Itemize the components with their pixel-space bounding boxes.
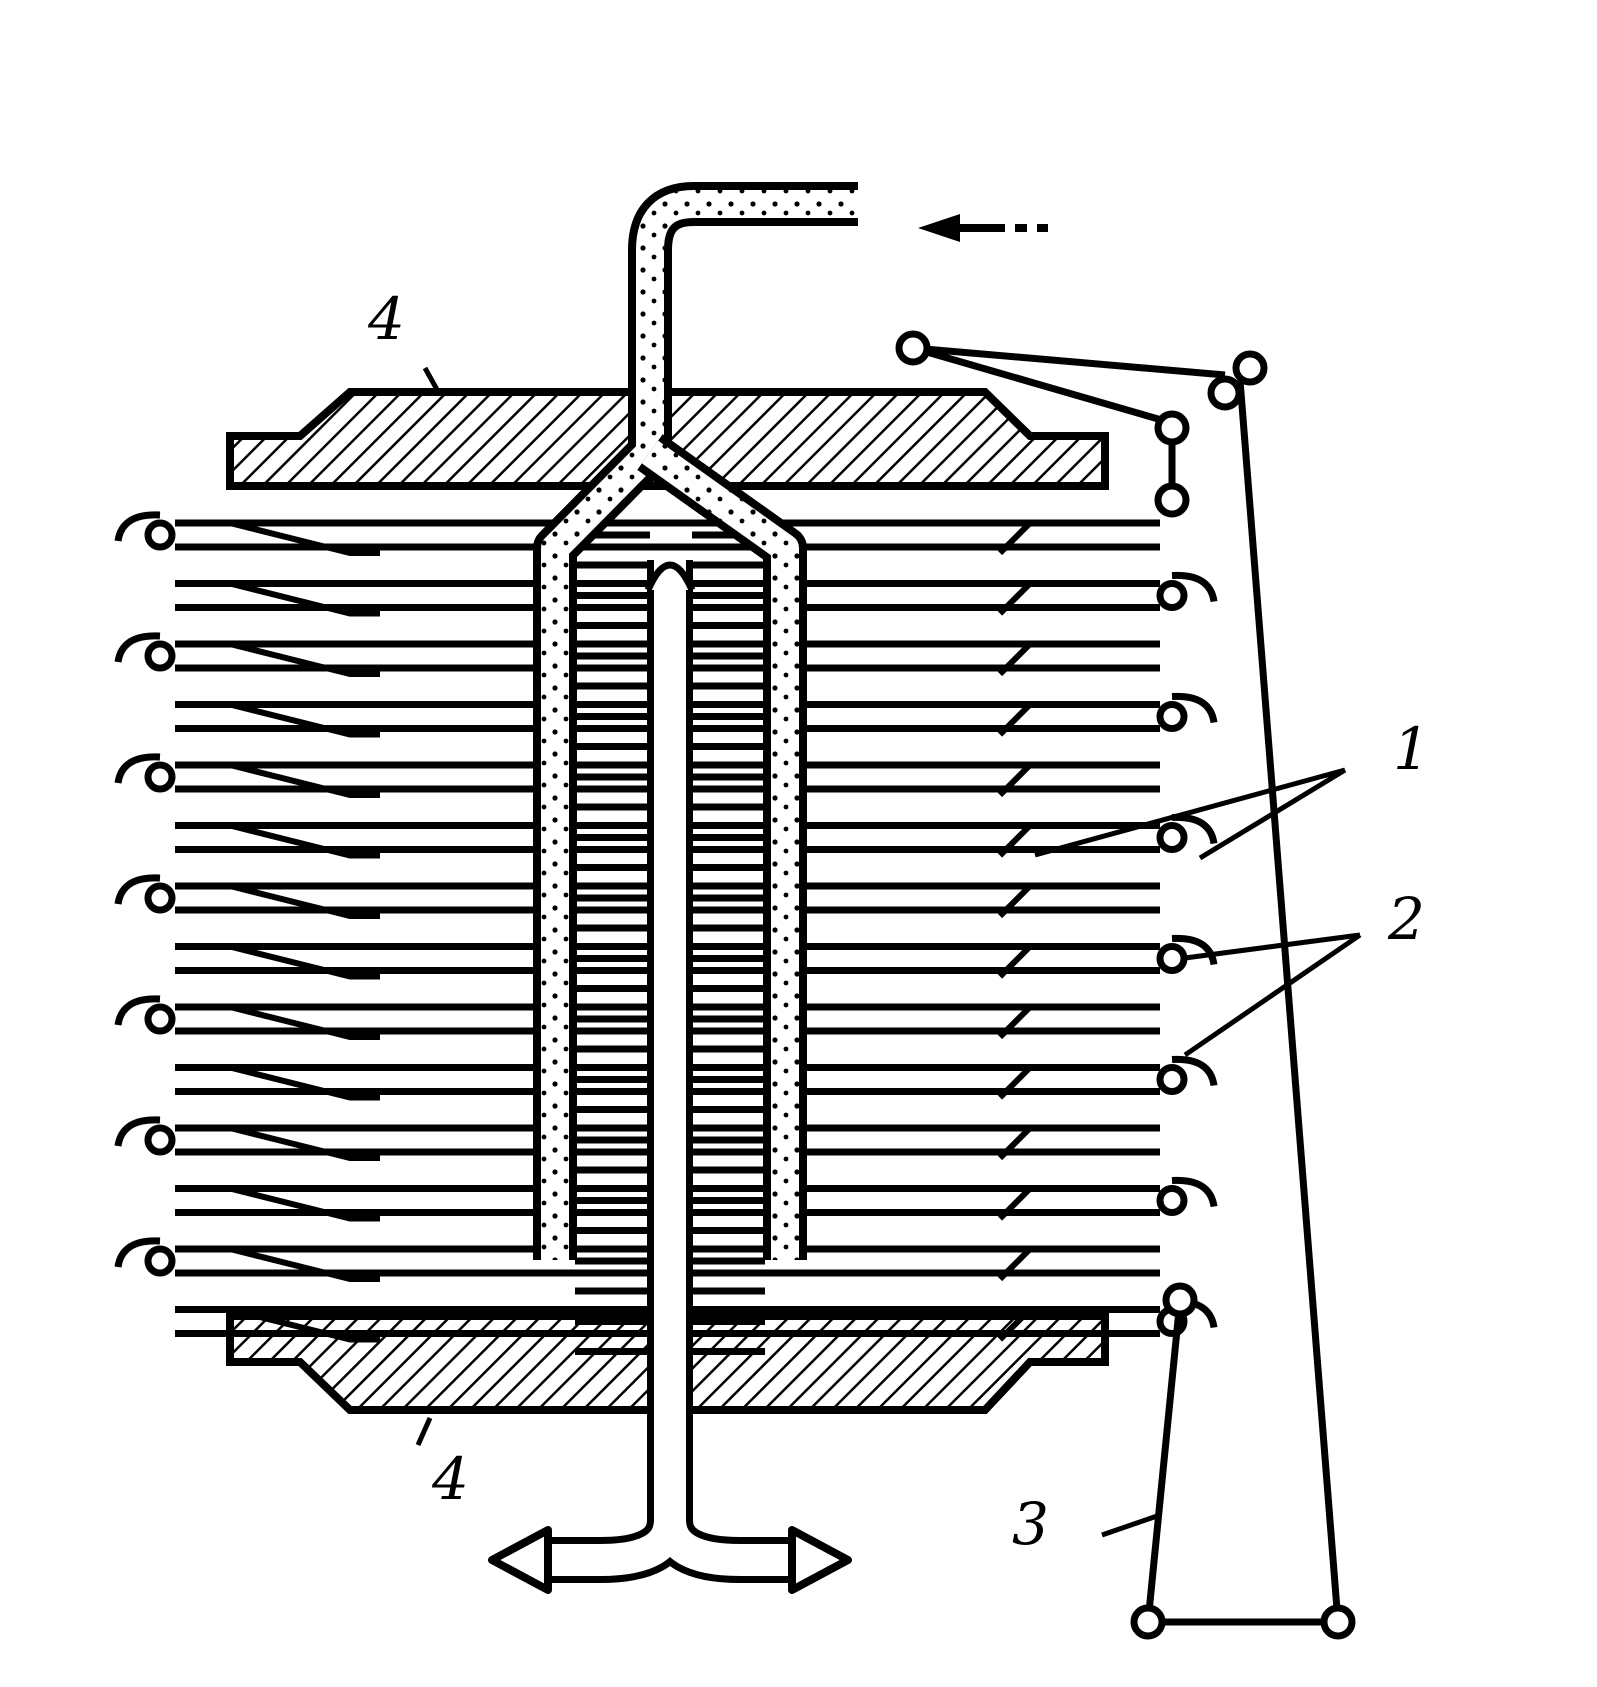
filter-plate — [114, 1237, 1160, 1295]
filter-plate — [114, 1116, 1160, 1174]
plate-hanger — [1156, 1176, 1218, 1216]
filter-plate — [175, 1055, 1218, 1113]
feed-branch-right-fill — [641, 440, 799, 1260]
leader-lines — [415, 366, 1362, 1538]
outlet-arrow-left-icon — [488, 1526, 552, 1594]
filter-plate — [114, 511, 1160, 569]
outlet-arrow-right-icon — [788, 1526, 852, 1594]
plate-hanger — [1156, 571, 1218, 611]
plate-hanger — [114, 1116, 176, 1156]
filter-plate — [114, 632, 1160, 690]
filter-plate — [175, 692, 1218, 750]
plate-hanger — [1156, 934, 1218, 974]
plate-hanger — [114, 874, 176, 914]
filter-plate — [114, 753, 1160, 811]
plate-hanger — [114, 632, 176, 672]
callout-end-plate-bottom: 4 — [432, 1445, 469, 1513]
plate-hanger — [114, 753, 176, 793]
callout-hanger: 2 — [1388, 885, 1425, 953]
tension-chain-linkage — [895, 330, 1356, 1640]
filter-plate — [175, 813, 1218, 871]
filter-plate — [175, 571, 1218, 629]
plate-hanger — [1156, 692, 1218, 732]
inlet-arrow-icon — [918, 214, 1048, 242]
filtrate-channel-inner — [540, 560, 800, 1576]
plate-hanger — [1156, 813, 1218, 853]
filter-plate — [114, 874, 1160, 932]
plate-hanger — [1156, 1055, 1218, 1095]
feed-inlet-pipe-fill — [541, 190, 858, 1260]
filter-plate — [114, 995, 1160, 1053]
plate-hanger — [114, 511, 176, 551]
filtrate-channel-top — [644, 561, 696, 592]
callout-chain: 3 — [1012, 1490, 1049, 1558]
plate-hanger — [114, 995, 176, 1035]
filter-plate — [175, 1176, 1218, 1234]
filter-plate — [175, 934, 1218, 992]
callout-end-plate-top: 4 — [368, 285, 405, 353]
callout-plate: 1 — [1393, 715, 1430, 783]
plate-hanger — [114, 1237, 176, 1277]
